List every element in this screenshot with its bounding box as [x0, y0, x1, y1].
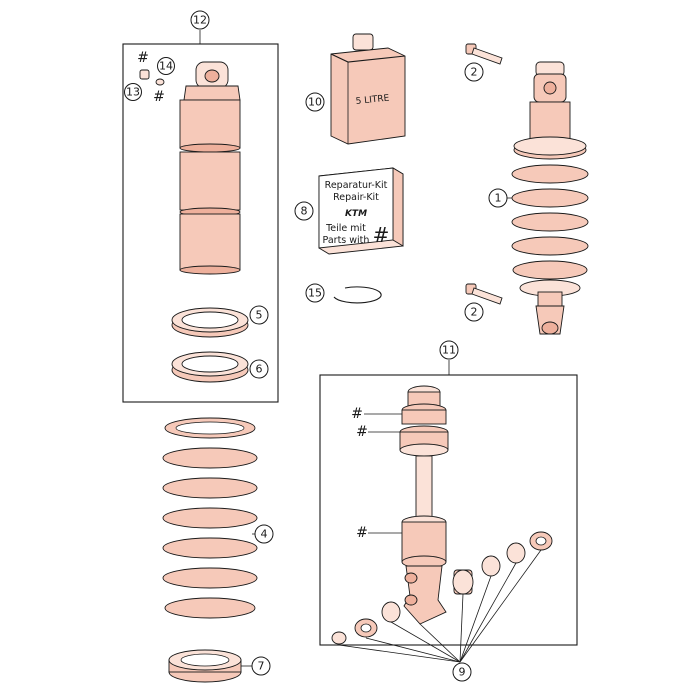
kit-hash: #	[373, 223, 390, 247]
svg-text:14: 14	[159, 60, 173, 73]
oil-can-label: 5 LITRE	[355, 93, 390, 106]
assembly-frame-12	[122, 43, 279, 403]
hash-mark-13: #	[137, 50, 149, 66]
hash-mark-piston-mid: #	[356, 424, 368, 440]
callout-5: 5	[249, 305, 269, 325]
lock-ring-6	[171, 351, 249, 383]
spring-retainer-7	[168, 649, 242, 683]
svg-text:12: 12	[193, 14, 207, 27]
spring-4	[162, 417, 258, 619]
callout-12: 12	[190, 10, 210, 30]
callout-6: 6	[249, 359, 269, 379]
adjusting-ring-5	[171, 307, 249, 338]
svg-text:7: 7	[258, 660, 265, 673]
svg-text:11: 11	[442, 344, 456, 357]
washer-a	[331, 631, 347, 645]
svg-text:4: 4	[261, 528, 268, 541]
svg-text:2: 2	[471, 306, 478, 319]
svg-text:6: 6	[256, 363, 263, 376]
callout-10: 10	[305, 92, 325, 112]
damper-internals	[399, 385, 449, 625]
bushing-large	[452, 569, 474, 595]
callout-4: 4	[254, 524, 274, 544]
assembly-frame-11	[319, 374, 578, 646]
bushing-small	[529, 531, 553, 551]
callout-9: 9	[452, 662, 472, 682]
callout-2-top: 2	[464, 62, 484, 82]
callout-2-bottom: 2	[464, 302, 484, 322]
kit-line-1: Reparatur-Kit	[325, 180, 388, 191]
seal-ring-b	[506, 542, 526, 564]
kit-line-3: Teile mit	[325, 223, 366, 234]
callout-14: 14	[157, 57, 175, 75]
oil-can-10: 5 LITRE	[330, 33, 406, 145]
hash-mark-lower-body: #	[356, 525, 368, 541]
svg-text:15: 15	[308, 287, 322, 300]
callout-8: 8	[294, 201, 314, 221]
leaders-9	[338, 549, 542, 663]
hash-mark-14: #	[153, 89, 165, 105]
callout-7: 7	[251, 656, 271, 676]
seal-ring-14	[155, 78, 165, 86]
bolt-2-bottom	[465, 283, 503, 305]
callout-11: 11	[439, 340, 459, 360]
repair-kit-8: Reparatur-Kit Repair-Kit KTM Teile mit P…	[318, 167, 404, 255]
kit-line-2: Repair-Kit	[333, 192, 379, 203]
kit-line-4: Parts with	[323, 235, 370, 246]
seal-ring-a	[481, 555, 501, 577]
svg-text:2: 2	[471, 66, 478, 79]
washer-c	[381, 601, 401, 623]
bolt-2-top	[465, 43, 503, 65]
svg-text:13: 13	[126, 86, 140, 99]
bleed-screw-13	[139, 69, 150, 80]
damper-body	[179, 61, 241, 275]
circlip-15	[333, 286, 382, 304]
svg-text:9: 9	[459, 666, 466, 679]
hash-mark-piston-top: #	[351, 406, 363, 422]
washer-b	[354, 618, 378, 638]
callout-13: 13	[124, 83, 142, 101]
callout-1: 1	[488, 188, 508, 208]
svg-text:10: 10	[308, 96, 322, 109]
shock-absorber-1	[511, 61, 589, 335]
svg-text:5: 5	[256, 309, 263, 322]
callout-15: 15	[305, 283, 325, 303]
svg-text:1: 1	[495, 192, 502, 205]
svg-text:8: 8	[301, 205, 308, 218]
kit-logo: KTM	[345, 209, 367, 219]
